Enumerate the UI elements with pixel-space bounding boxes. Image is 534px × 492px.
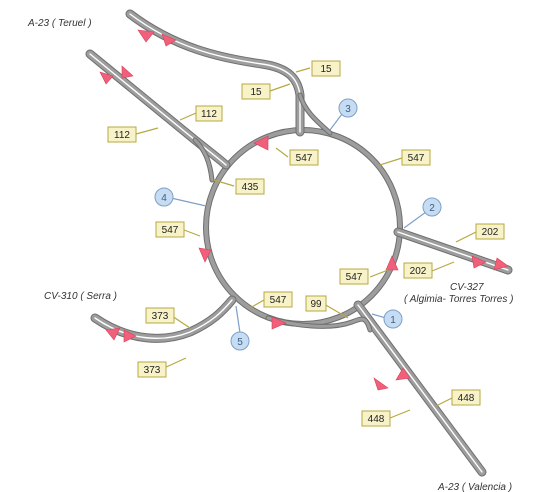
node-markers: 1 2 3 4 5 xyxy=(154,98,442,351)
volume-value: 448 xyxy=(368,414,385,425)
volume-value: 547 xyxy=(346,272,363,283)
node-marker-4: 4 xyxy=(154,187,207,207)
arrow-cv310-out xyxy=(123,329,137,343)
volume-value: 112 xyxy=(114,130,130,141)
volume-value: 202 xyxy=(482,227,499,238)
node-marker-3: 3 xyxy=(329,98,358,131)
volume-label-435: 435 xyxy=(235,178,265,195)
destination-cv327: CV-327 xyxy=(450,282,484,293)
volume-label-373-bottom: 373 xyxy=(137,361,167,378)
flow-arrows xyxy=(99,29,509,391)
volume-value: 99 xyxy=(310,299,322,310)
volume-label-99: 99 xyxy=(305,295,327,312)
volume-value: 15 xyxy=(320,64,332,75)
volume-label-202-top: 202 xyxy=(475,223,505,240)
destination-labels: A-23 ( Teruel ) CV-310 ( Serra ) CV-327 … xyxy=(27,18,513,492)
arrow-ring-east xyxy=(385,255,399,271)
volume-label-547-south: 547 xyxy=(263,291,293,308)
volume-label-373-top: 373 xyxy=(145,307,175,324)
node-number: 5 xyxy=(237,337,243,348)
arrow-ring-south xyxy=(271,316,287,330)
volume-label-112-left: 112 xyxy=(107,126,137,143)
volume-value: 547 xyxy=(408,153,425,164)
node-marker-2: 2 xyxy=(403,197,442,229)
arrow-cv327-out xyxy=(471,255,487,269)
node-marker-5: 5 xyxy=(230,305,250,351)
volume-labels: 15 15 112 112 547 547 435 547 xyxy=(107,60,505,427)
arrow-ring-north xyxy=(253,135,269,151)
volume-value: 547 xyxy=(162,225,179,236)
arrow-cv327-in xyxy=(493,257,509,271)
volume-label-547-west: 547 xyxy=(155,221,185,238)
destination-a23-teruel: A-23 ( Teruel ) xyxy=(27,18,92,29)
arrow-teruel-in xyxy=(137,29,155,43)
leader-lines xyxy=(135,67,477,419)
arrow-teruel-out xyxy=(161,33,177,47)
volume-value: 112 xyxy=(201,109,217,120)
node-number: 3 xyxy=(345,104,351,115)
volume-label-448-right: 448 xyxy=(451,389,481,406)
arrow-main-north-in xyxy=(99,71,114,85)
volume-value: 435 xyxy=(242,182,259,193)
road-network xyxy=(85,9,513,477)
arrow-valencia-in xyxy=(395,367,411,381)
volume-label-547-southeast: 547 xyxy=(339,268,369,285)
volume-label-15-top: 15 xyxy=(311,60,341,77)
volume-label-547-ring-north: 547 xyxy=(289,149,319,166)
node-number: 1 xyxy=(390,315,396,326)
arrow-main-north-out xyxy=(121,65,134,79)
volume-value: 202 xyxy=(410,266,427,277)
volume-label-112-right: 112 xyxy=(195,105,223,122)
node-number: 4 xyxy=(161,193,167,204)
volume-label-547-ring-northeast: 547 xyxy=(401,149,431,166)
node-number: 2 xyxy=(429,203,435,214)
destination-cv327-detail: ( Algimia- Torres Torres ) xyxy=(404,294,513,305)
arrow-cv310-in xyxy=(105,327,121,341)
volume-value: 448 xyxy=(458,393,475,404)
volume-label-448-left: 448 xyxy=(361,410,391,427)
volume-value: 547 xyxy=(270,295,287,306)
arrow-ring-west xyxy=(198,247,212,263)
arrow-valencia-out xyxy=(373,377,389,391)
destination-cv310-serra: CV-310 ( Serra ) xyxy=(44,291,117,302)
volume-label-202-bottom: 202 xyxy=(403,262,433,279)
volume-label-15-bottom: 15 xyxy=(241,83,271,100)
node-marker-1: 1 xyxy=(371,309,403,329)
volume-value: 15 xyxy=(250,87,262,98)
destination-a23-valencia: A-23 ( Valencia ) xyxy=(437,482,512,492)
volume-value: 373 xyxy=(152,311,169,322)
volume-value: 373 xyxy=(144,365,161,376)
volume-value: 547 xyxy=(296,153,313,164)
